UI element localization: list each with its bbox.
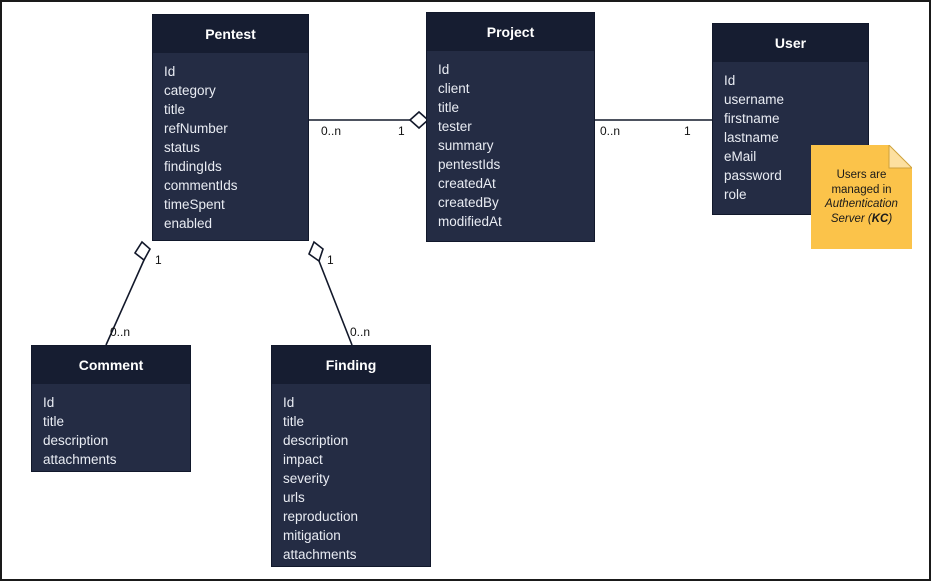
class-title-project: Project (427, 13, 594, 51)
note-line-4-bold: KC (871, 212, 889, 225)
class-box-project[interactable]: Project Id client title tester summary p… (426, 12, 595, 242)
class-title-comment: Comment (32, 346, 190, 384)
note-line-3: Authentication (825, 198, 898, 210)
multiplicity-project-user-target: 1 (684, 124, 691, 138)
sticky-note-user[interactable]: Users are managed in Authentication Serv… (811, 145, 912, 249)
attribute-item: urls (283, 490, 305, 505)
attribute-item: pentestIds (438, 157, 501, 172)
attribute-item: attachments (43, 452, 117, 467)
attribute-item: title (283, 414, 305, 429)
attribute-item: impact (283, 452, 323, 467)
attribute-item: createdAt (438, 176, 496, 191)
attribute-item: title (164, 102, 186, 117)
sticky-note-shape (811, 145, 912, 249)
attribute-item: createdBy (438, 195, 499, 210)
attribute-item: reproduction (283, 509, 359, 524)
aggregation-diamond-pentest-comment (133, 240, 152, 262)
attribute-item: Id (164, 64, 176, 79)
attribute-item: status (164, 140, 201, 155)
attribute-item: client (438, 81, 470, 96)
note-line-2: managed in (831, 183, 892, 196)
attribute-item: role (724, 187, 747, 202)
attribute-item: Id (438, 62, 450, 77)
multiplicity-pentest-comment-source: 1 (155, 253, 162, 267)
multiplicity-pentest-project-source: 0..n (321, 124, 342, 138)
attribute-item: severity (283, 471, 330, 486)
attribute-item: category (164, 83, 216, 98)
attribute-item: eMail (724, 149, 757, 164)
class-box-finding[interactable]: Finding Id title description impact seve… (271, 345, 431, 567)
class-title-pentest: Pentest (153, 15, 308, 53)
attribute-item: enabled (164, 216, 213, 231)
class-box-comment[interactable]: Comment Id title description attachments (31, 345, 191, 472)
note-line-4: Server (KC) (831, 212, 892, 227)
multiplicity-pentest-finding-source: 1 (327, 253, 334, 267)
aggregation-diamond-pentest-finding (308, 240, 324, 263)
class-box-pentest[interactable]: Pentest Id category title refNumber stat… (152, 14, 309, 241)
attribute-item: mitigation (283, 528, 341, 543)
attribute-item: description (43, 433, 109, 448)
attribute-item: description (283, 433, 349, 448)
attribute-item: password (724, 168, 782, 183)
attribute-item: title (438, 100, 460, 115)
attribute-item: attachments (283, 547, 357, 562)
edge-pentest-finding (318, 260, 353, 346)
attribute-item: Id (43, 395, 55, 410)
attribute-item: timeSpent (164, 197, 225, 212)
multiplicity-pentest-finding-target: 0..n (350, 325, 371, 339)
attribute-item: username (724, 92, 785, 107)
attribute-list-project: Id client title tester summary pentestId… (427, 51, 594, 241)
attribute-item: refNumber (164, 121, 228, 136)
attribute-list-finding: Id title description impact severity url… (272, 384, 430, 574)
attribute-item: firstname (724, 111, 780, 126)
multiplicity-pentest-comment-target: 0..n (110, 325, 131, 339)
attribute-list-comment: Id title description attachments (32, 384, 190, 479)
attribute-item: Id (283, 395, 295, 410)
note-line-1: Users are (836, 169, 887, 181)
attribute-item: Id (724, 73, 736, 88)
attribute-list-user: Id username firstname lastname eMail pas… (713, 62, 868, 214)
multiplicity-pentest-project-target: 1 (398, 124, 405, 138)
attribute-item: title (43, 414, 65, 429)
note-line-4-prefix: Server ( (830, 212, 872, 225)
attribute-item: tester (438, 119, 472, 134)
attribute-item: findingIds (164, 159, 222, 174)
multiplicity-project-user-source: 0..n (600, 124, 621, 138)
attribute-item: commentIds (164, 178, 238, 193)
attribute-item: lastname (724, 130, 779, 145)
sticky-note-text: Users are managed in Authentication Serv… (811, 145, 912, 249)
class-title-finding: Finding (272, 346, 430, 384)
note-line-4-suffix: ) (888, 212, 893, 225)
class-title-user: User (713, 24, 868, 62)
attribute-item: summary (438, 138, 494, 153)
attribute-list-pentest: Id category title refNumber status findi… (153, 53, 308, 243)
attribute-item: modifiedAt (438, 214, 502, 229)
